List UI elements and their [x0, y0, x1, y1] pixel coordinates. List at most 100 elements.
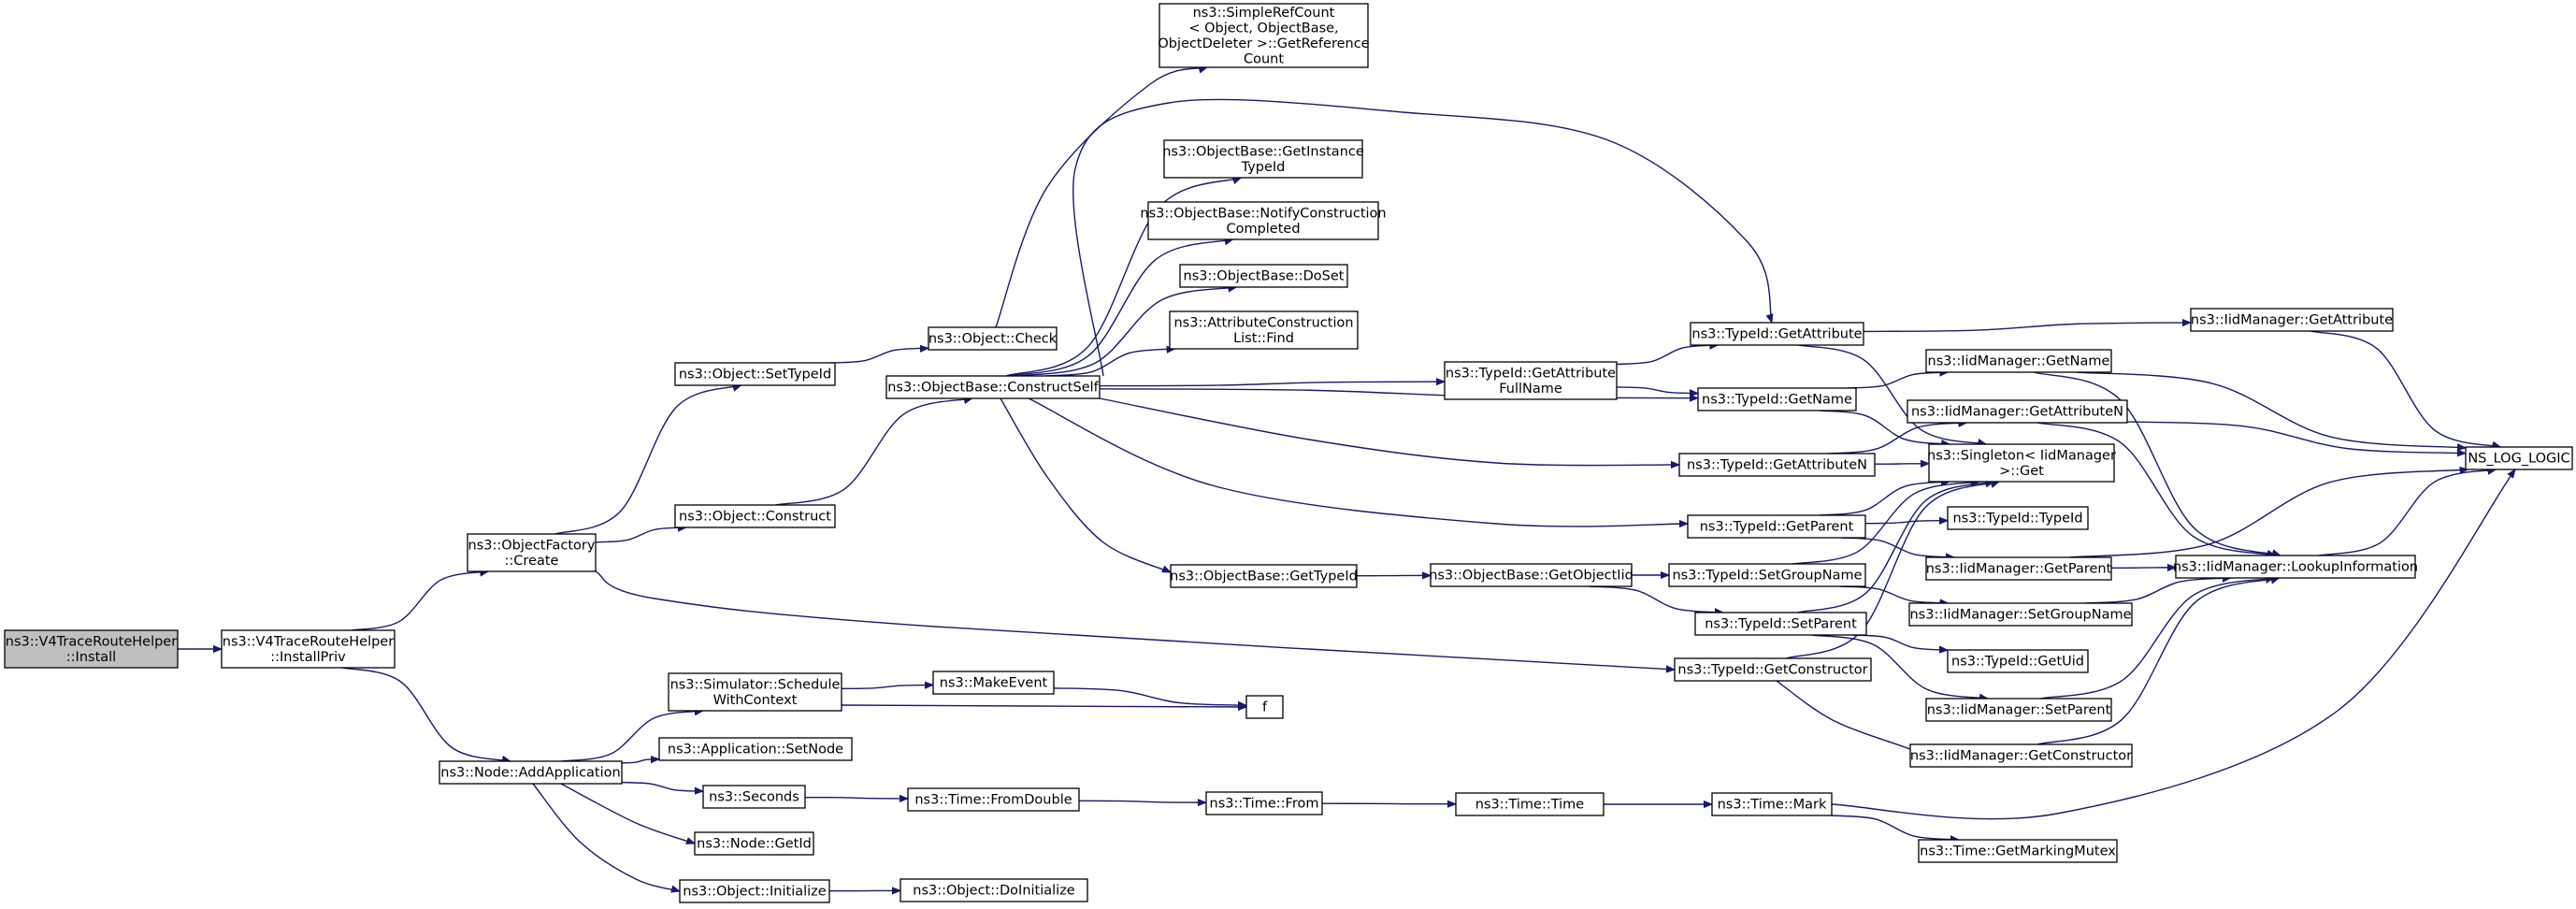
node-box [2175, 555, 2416, 579]
node-label-line: ns3::Node::GetId [697, 837, 812, 852]
edge-sched-to-makeevent [841, 685, 933, 690]
node-box [1674, 657, 1872, 682]
node-tid_setparent[interactable]: ns3::TypeId::SetParent [1694, 612, 1867, 636]
node-getobjectiid[interactable]: ns3::ObjectBase::GetObjectIid [1429, 563, 1633, 587]
edge-factory_create-to-obj_construct [595, 527, 686, 543]
node-box [932, 671, 1055, 695]
node-box [1430, 563, 1633, 587]
node-box [439, 760, 623, 785]
node-box [1444, 361, 1618, 400]
node-seconds[interactable]: ns3::Seconds [702, 785, 806, 809]
node-setnode[interactable]: ns3::Application::SetNode [658, 737, 853, 761]
node-label-line: ns3::IidManager::GetAttributeN [1911, 405, 2123, 420]
node-label-line: ns3::Object::SetTypeId [679, 368, 831, 382]
node-lookupinfo[interactable]: ns3::IidManager::LookupInformation [2173, 555, 2418, 579]
node-ob_gettypeid[interactable]: ns3::ObjectBase::GetTypeId [1170, 564, 1358, 588]
node-box [1690, 322, 1864, 346]
node-tid_getuid[interactable]: ns3::TypeId::GetUid [1947, 649, 2089, 673]
edge-getattributefullname-to-tid_getname [1616, 386, 1698, 394]
edge-fromdouble-to-timefrom [1078, 801, 1206, 802]
node-box [1711, 792, 1833, 816]
edge-tid_getname-to-iid_getname [1848, 372, 1948, 389]
node-factory_create[interactable]: ns3::ObjectFactory::Create [467, 533, 597, 572]
edge-lookupinfo-to-nslog [2318, 469, 2497, 556]
node-tid_typeid[interactable]: ns3::TypeId::TypeId [1947, 506, 2089, 530]
node-iid_getattribute[interactable]: ns3::IidManager::GetAttribute [2190, 308, 2394, 332]
node-iid_getconstructor[interactable]: ns3::IidManager::GetConstructor [1909, 743, 2133, 768]
edge-tid_setgroupname-to-singleton [1792, 482, 1979, 565]
node-box [1245, 695, 1284, 719]
node-label-line: ns3::Time::From [1210, 797, 1319, 812]
edge-tid_getattribute-to-iid_getattribute [1863, 323, 2191, 333]
node-installpriv[interactable]: ns3::V4TraceRouteHelper::InstallPriv [221, 629, 396, 669]
node-label-line: ns3::Object::DoInitialize [913, 884, 1075, 899]
node-tid_getattributen[interactable]: ns3::TypeId::GetAttributeN [1678, 453, 1876, 477]
node-tid_getparent[interactable]: ns3::TypeId::GetParent [1687, 514, 1866, 539]
node-label-line: ns3::V4TraceRouteHelper [6, 634, 177, 649]
node-box [885, 375, 1101, 399]
node-box [1694, 612, 1867, 636]
node-label-line: ns3::Time::FromDouble [914, 793, 1072, 808]
node-label-line: ::Create [505, 554, 559, 569]
node-tid_getattribute[interactable]: ns3::TypeId::GetAttribute [1690, 322, 1864, 346]
node-timetime[interactable]: ns3::Time::Time [1455, 792, 1605, 816]
node-constructself[interactable]: ns3::ObjectBase::ConstructSelf [885, 375, 1101, 399]
edge-iid_getattribute-to-nslog [2310, 330, 2501, 447]
node-f[interactable]: f [1245, 695, 1284, 719]
node-fromdouble[interactable]: ns3::Time::FromDouble [907, 787, 1080, 812]
edge-installpriv-to-addapp [341, 667, 511, 761]
node-doset[interactable]: ns3::ObjectBase::DoSet [1179, 264, 1348, 288]
node-box [1170, 564, 1358, 588]
node-addapp[interactable]: ns3::Node::AddApplication [439, 760, 623, 785]
node-label-line: Count [1244, 51, 1284, 66]
node-install[interactable]: ns3::V4TraceRouteHelper::Install [4, 629, 179, 669]
edge-sched-to-f [841, 705, 1246, 707]
node-initialize[interactable]: ns3::Object::Initialize [679, 879, 830, 903]
node-box [1928, 443, 2115, 483]
node-getmarkingmutex[interactable]: ns3::Time::GetMarkingMutex [1918, 839, 2118, 863]
node-simplerefcount[interactable]: ns3::SimpleRefCount< Object, ObjectBase,… [1158, 3, 1370, 68]
node-label-line: ns3::ObjectBase::GetTypeId [1170, 570, 1358, 584]
nodes-layer: ns3::V4TraceRouteHelper::Installns3::V4T… [4, 3, 2573, 903]
node-label-line: ns3::Object::Check [928, 332, 1058, 347]
node-box [4, 629, 179, 669]
node-iid_setparent[interactable]: ns3::IidManager::SetParent [1925, 698, 2112, 722]
node-iid_getname[interactable]: ns3::IidManager::GetName [1925, 349, 2112, 373]
node-box [1678, 453, 1876, 477]
node-singleton[interactable]: ns3::Singleton< IidManager>::Get [1927, 443, 2116, 483]
node-notifyconstruction[interactable]: ns3::ObjectBase::NotifyConstructionCompl… [1140, 201, 1387, 240]
node-label-line: FullName [1499, 382, 1562, 397]
node-doinitialize[interactable]: ns3::Object::DoInitialize [899, 878, 1088, 902]
node-timemark[interactable]: ns3::Time::Mark [1711, 792, 1833, 816]
node-tid_getname[interactable]: ns3::TypeId::GetName [1697, 387, 1857, 411]
node-label-line: ::Install [66, 650, 116, 665]
edge-addapp-to-seconds [621, 781, 703, 791]
node-tid_getconstructor[interactable]: ns3::TypeId::GetConstructor [1674, 657, 1872, 682]
node-objcheck[interactable]: ns3::Object::Check [928, 326, 1058, 351]
node-label-line: >::Get [1999, 464, 2044, 479]
node-iid_getattributen[interactable]: ns3::IidManager::GetAttributeN [1907, 399, 2128, 424]
node-label-line: ns3::Object::Construct [679, 510, 831, 525]
node-tid_setgroupname[interactable]: ns3::TypeId::SetGroupName [1668, 563, 1866, 587]
node-makeevent[interactable]: ns3::MakeEvent [932, 671, 1055, 695]
node-settypeid[interactable]: ns3::Object::SetTypeId [674, 362, 836, 386]
node-getid[interactable]: ns3::Node::GetId [694, 831, 814, 856]
node-box [899, 878, 1088, 902]
node-label-line: ns3::Singleton< IidManager [1927, 448, 2116, 463]
node-iid_setgroupname[interactable]: ns3::IidManager::SetGroupName [1908, 602, 2133, 627]
edge-iid_getname-to-lookupinfo [2033, 371, 2281, 556]
edge-tid_setparent-to-singleton [1797, 482, 1993, 613]
node-obj_construct[interactable]: ns3::Object::Construct [674, 504, 836, 528]
node-iid_getparent[interactable]: ns3::IidManager::GetParent [1925, 556, 2112, 581]
node-timefrom[interactable]: ns3::Time::From [1205, 791, 1323, 815]
node-box [467, 533, 597, 572]
node-nslog[interactable]: NS_LOG_LOGIC [2465, 446, 2573, 470]
node-box [674, 362, 836, 386]
edge-addapp-to-initialize [532, 783, 680, 891]
node-label-line: ns3::TypeId::TypeId [1952, 512, 2082, 527]
edge-constructself-to-getinstancetypeid [1005, 178, 1241, 377]
